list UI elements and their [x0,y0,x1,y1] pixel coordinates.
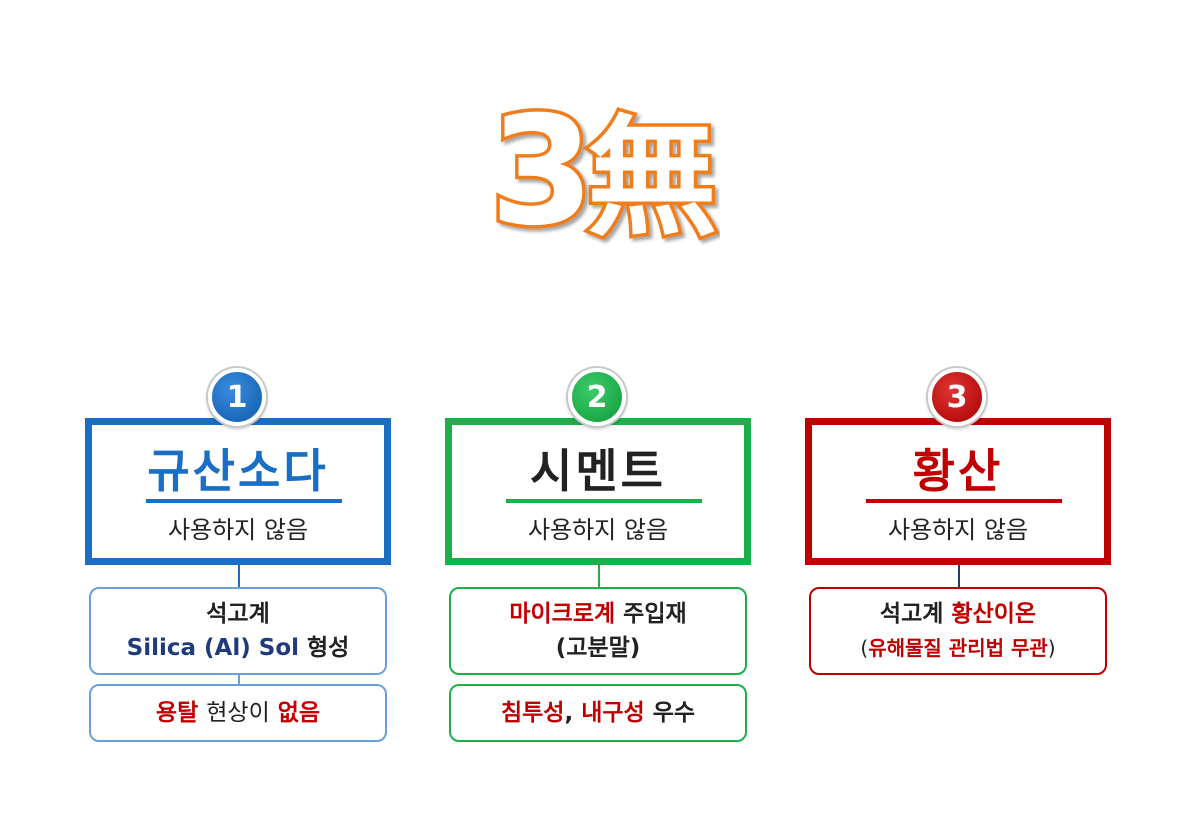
headline-underline [506,499,702,503]
headline: 규산소다 [147,444,329,498]
paren: ) [1047,636,1056,660]
main-box-1: 규산소다 사용하지 않음 [85,418,391,565]
connector [238,675,240,685]
result-box-1: 용탈 현상이 없음 [89,684,387,742]
detail-text: 석고계 [206,601,270,627]
detail-text: (고분말) [555,635,641,661]
detail-text: 석고계 [879,601,944,627]
badge-number: 2 [586,379,608,415]
detail-box-3: 석고계 황산이온 (유해물질 관리법 무관) [809,587,1107,675]
connector [598,565,600,589]
number-badge-3: 3 [928,368,986,426]
subtitle: 사용하지 않음 [887,516,1029,544]
paren: ( [860,636,869,660]
number-badge-2: 2 [568,368,626,426]
headline-underline [146,499,342,503]
headline: 시멘트 [530,444,666,498]
result-line: 용탈 현상이 없음 [91,696,385,730]
highlight-text: 용탈 [155,700,199,726]
title-graphic: 3 無 [486,82,720,263]
main-box-3: 황산 사용하지 않음 [805,418,1111,565]
column-2: 2 시멘트 사용하지 않음 마이크로계 주입재 (고분말) 침투성, 내구성 우… [440,0,760,829]
connector [958,565,960,589]
comma: , [564,700,574,726]
highlight-text: 침투성 [500,700,565,726]
detail-line-2: Silica (Al) Sol 형성 [91,631,385,665]
detail-line-1: 마이크로계 주입재 [451,597,745,631]
badge-number: 3 [946,379,968,415]
connector [238,565,240,589]
detail-line-1: 석고계 황산이온 [811,597,1105,631]
detail-text: 형성 [307,635,350,661]
result-text: 우수 [652,700,696,726]
title-number: 3 [490,85,594,255]
column-3: 3 황산 사용하지 않음 석고계 황산이온 (유해물질 관리법 무관) [800,0,1120,829]
highlight-text: 없음 [277,700,321,726]
result-text: 현상이 [206,700,270,726]
result-line: 침투성, 내구성 우수 [451,696,745,730]
badge-number: 1 [226,379,248,415]
subtitle: 사용하지 않음 [167,516,309,544]
detail-box-1: 석고계 Silica (Al) Sol 형성 [89,587,387,675]
detail-line-2: (고분말) [451,631,745,665]
title-hanja: 無 [587,102,717,254]
silica-sol-text: Silica (Al) Sol [126,635,299,661]
main-box-2: 시멘트 사용하지 않음 [445,418,751,565]
detail-text: 주입재 [623,601,687,627]
highlight-text: 유해물질 관리법 무관 [868,636,1048,660]
detail-line-1: 석고계 [91,597,385,631]
detail-line-2: (유해물질 관리법 무관) [811,631,1105,665]
result-box-2: 침투성, 내구성 우수 [449,684,747,742]
highlight-text: 황산이온 [951,601,1037,627]
highlight-text: 마이크로계 [509,601,616,627]
highlight-text: 내구성 [581,700,645,726]
headline-underline [866,499,1062,503]
headline: 황산 [912,444,1004,498]
detail-box-2: 마이크로계 주입재 (고분말) [449,587,747,675]
subtitle: 사용하지 않음 [527,516,669,544]
number-badge-1: 1 [208,368,266,426]
column-1: 1 규산소다 사용하지 않음 석고계 Silica (Al) Sol 형성 용탈… [80,0,400,829]
title-3-mu: 3 無 [480,82,720,263]
